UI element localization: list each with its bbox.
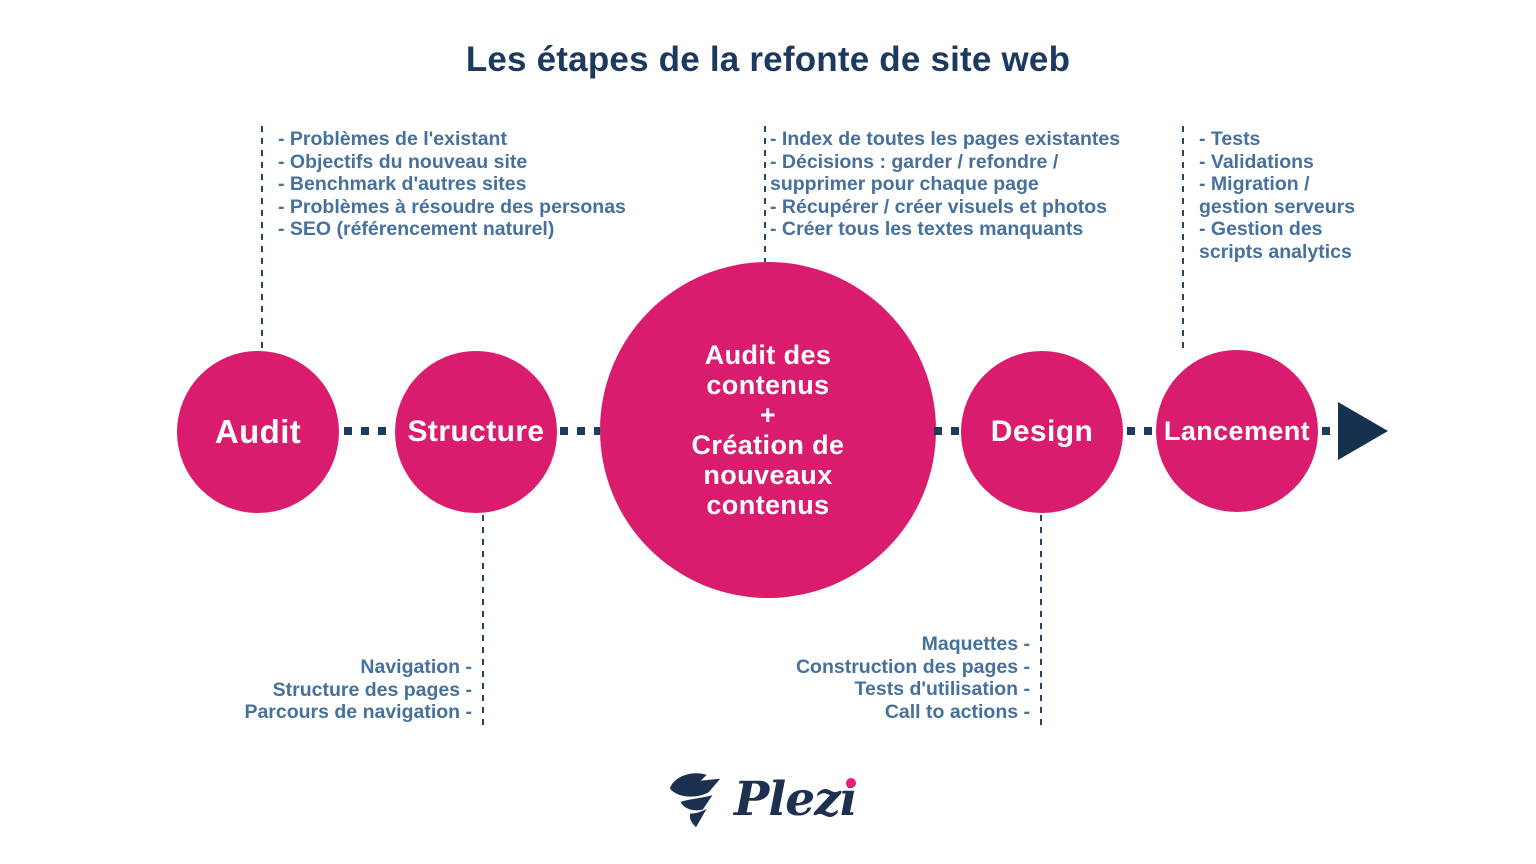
stage-label-line: + xyxy=(759,400,777,430)
annotation-line: - Migration / xyxy=(1199,173,1310,195)
stage-label-line: Audit des xyxy=(704,340,832,370)
flow-arrow-icon xyxy=(1338,402,1388,460)
annotation-line: Maquettes - xyxy=(921,633,1030,655)
annotation-line: - Tests xyxy=(1199,128,1261,150)
stage-circle-content: Audit des contenus + Création de nouveau… xyxy=(600,262,936,598)
annotation-line: - Objectifs du nouveau site xyxy=(278,150,528,173)
stage-label: Lancement xyxy=(1163,415,1311,446)
connector-dots-content-design xyxy=(934,427,959,435)
annotation-line: - Benchmark d'autres sites xyxy=(278,173,527,195)
stage-label: Design xyxy=(990,415,1094,448)
dashed-line-audit-top xyxy=(261,126,263,350)
annotation-line: - Récupérer / créer visuels et photos xyxy=(770,195,1108,218)
stage-label: Structure xyxy=(407,415,545,448)
annotation-line: gestion serveurs xyxy=(1199,195,1356,218)
annotation-line: Construction des pages - xyxy=(795,655,1030,678)
dashed-line-design-bottom xyxy=(1040,515,1042,725)
stage-circle-launch: Lancement xyxy=(1156,350,1318,512)
annotation-design-tasks: Maquettes - Construction des pages - Tes… xyxy=(758,633,1030,723)
stage-circle-structure: Structure xyxy=(395,351,557,513)
annotation-line: Navigation - xyxy=(360,656,472,678)
annotation-launch-tasks: - Tests - Validations - Migration / gest… xyxy=(1199,128,1355,263)
annotation-content-tasks: - Index de toutes les pages existantes -… xyxy=(770,128,1120,241)
stage-circle-audit: Audit xyxy=(177,351,339,513)
annotation-line: Parcours de navigation - xyxy=(244,701,472,723)
connector-dots-audit-structure xyxy=(344,427,387,435)
annotation-audit-tasks: - Problèmes de l'existant - Objectifs du… xyxy=(278,128,626,241)
annotation-line: Structure des pages - xyxy=(272,678,472,701)
annotation-line: - Problèmes à résoudre des personas xyxy=(278,195,626,218)
annotation-line: - Validations xyxy=(1199,150,1314,173)
dashed-line-content-top xyxy=(764,126,766,262)
plezi-logo: Plezi xyxy=(668,762,868,837)
annotation-structure-tasks: Navigation - Structure des pages - Parco… xyxy=(200,656,472,724)
stage-circle-design: Design xyxy=(961,351,1123,513)
annotation-line: Tests d'utilisation - xyxy=(854,678,1030,700)
annotation-line: supprimer pour chaque page xyxy=(770,173,1039,195)
annotation-line: - Index de toutes les pages existantes xyxy=(770,128,1121,150)
annotation-line: - SEO (référencement naturel) xyxy=(278,218,555,240)
stage-label-line: Création de xyxy=(691,430,845,460)
pink-i-dot xyxy=(845,777,856,788)
annotation-line: scripts analytics xyxy=(1199,240,1352,263)
brand-text: Plezi xyxy=(734,771,858,827)
annotation-line: Call to actions - xyxy=(884,700,1030,723)
tornado-icon xyxy=(669,772,721,827)
stage-label-line: contenus xyxy=(706,370,830,400)
annotation-line: - Créer tous les textes manquants xyxy=(770,218,1084,240)
annotation-line: - Problèmes de l'existant xyxy=(278,128,507,150)
annotation-line: - Décisions : garder / refondre / xyxy=(770,150,1059,173)
page-title: Les étapes de la refonte de site web xyxy=(465,40,1071,79)
annotation-line: - Gestion des xyxy=(1199,218,1323,240)
stage-label-line: contenus xyxy=(706,490,830,520)
connector-dots-design-launch xyxy=(1127,427,1152,435)
stage-label: Audit xyxy=(214,413,302,450)
stage-label-line: nouveaux xyxy=(703,460,833,490)
dashed-line-launch-top xyxy=(1182,126,1184,350)
connector-dots-launch-arrow xyxy=(1322,427,1331,435)
plezi-wordmark: Plezi xyxy=(734,768,858,832)
dashed-line-structure-bottom xyxy=(482,515,484,727)
connector-dots-structure-content xyxy=(560,427,600,435)
